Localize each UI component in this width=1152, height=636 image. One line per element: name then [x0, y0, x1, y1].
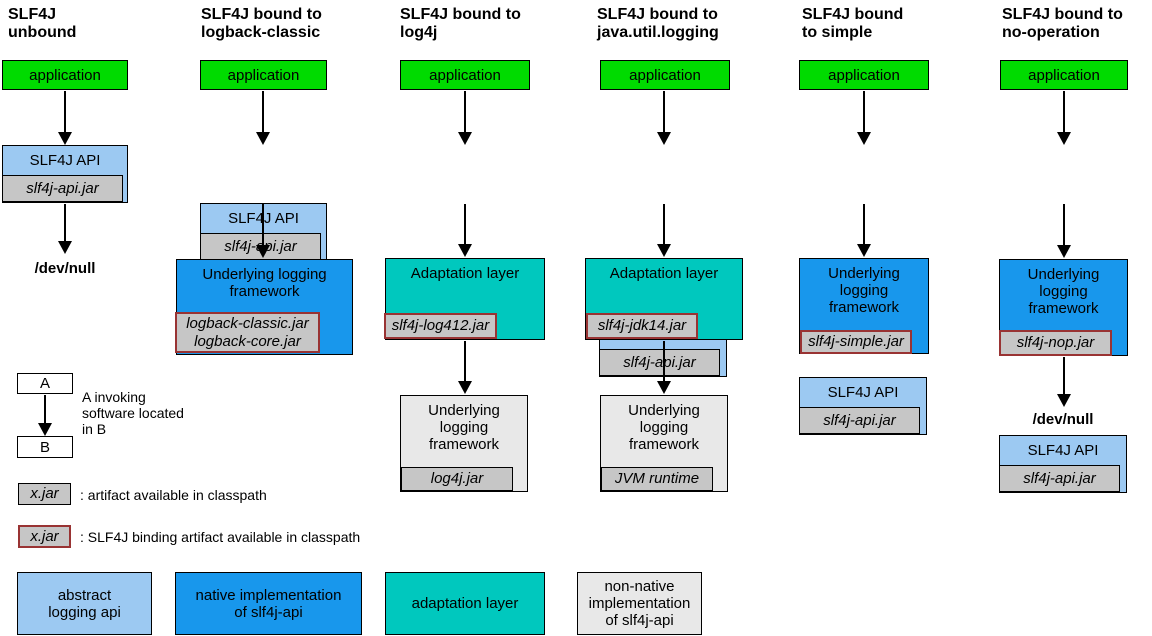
arrow-shaft: [64, 91, 66, 134]
arrow-shaft: [1063, 91, 1065, 134]
legend-invoking-note: A invoking software located in B: [82, 389, 184, 437]
arrow-head: [657, 381, 671, 394]
legend-artifact-jar: x.jar: [18, 483, 71, 505]
arrow-shaft: [663, 91, 665, 134]
arrow-shaft: [464, 341, 466, 383]
slf4j-api-jar: slf4j-api.jar: [599, 349, 720, 376]
arrow-head: [1057, 245, 1071, 258]
underlying-framework-label: Underlying logging framework: [202, 266, 327, 300]
column-title-nop: SLF4J bound to no-operation: [1002, 6, 1123, 41]
adaptation-layer-label: Adaptation layer: [410, 265, 520, 282]
arrow-shaft: [863, 204, 865, 246]
slf4j-api-jar: slf4j-api.jar: [2, 175, 123, 202]
key-box-native-implementation: native implementation of slf4j-api: [175, 572, 362, 635]
arrow-shaft: [64, 204, 66, 243]
down-arrow-icon: [58, 91, 72, 145]
key-box-abstract-logging-api: abstract logging api: [17, 572, 152, 635]
arrow-head: [256, 132, 270, 145]
slf4j-api-jar: slf4j-api.jar: [999, 465, 1120, 492]
legend-binding-note: : SLF4J binding artifact available in cl…: [80, 529, 361, 545]
slf4j-api-label: SLF4J API: [29, 152, 101, 169]
column-title-simple: SLF4J bound to simple: [802, 6, 904, 41]
application-box: application: [400, 60, 530, 90]
dev-null-label: /dev/null: [1032, 411, 1094, 428]
arrow-head: [857, 132, 871, 145]
arrow-head: [657, 132, 671, 145]
column-title-log4j: SLF4J bound to log4j: [400, 6, 521, 41]
application-box: application: [200, 60, 327, 90]
slf4j-api-jar: slf4j-api.jar: [799, 407, 920, 434]
down-arrow-icon: [1057, 204, 1071, 258]
adaptation-layer-label: Adaptation layer: [609, 265, 719, 282]
down-arrow-icon: [657, 91, 671, 145]
application-box: application: [600, 60, 730, 90]
down-arrow-icon: [256, 91, 270, 145]
underlying-framework-label: Underlying logging framework: [828, 265, 900, 316]
arrow-head: [857, 244, 871, 257]
down-arrow-icon: [256, 204, 270, 258]
binding-jar-nop: slf4j-nop.jar: [999, 330, 1112, 356]
slf4j-api-box: SLF4J API slf4j-api.jar: [799, 377, 927, 435]
arrow-head: [256, 245, 270, 258]
column-title-logback: SLF4J bound to logback-classic: [201, 6, 322, 41]
arrow-shaft: [663, 341, 665, 383]
arrow-head: [458, 381, 472, 394]
slf4j-api-box: SLF4J API slf4j-api.jar: [2, 145, 128, 203]
arrow-shaft: [1063, 357, 1065, 396]
arrow-head: [458, 244, 472, 257]
binding-jar-log412: slf4j-log412.jar: [384, 313, 497, 339]
key-box-non-native-implementation: non-native implementation of slf4j-api: [577, 572, 702, 635]
binding-jar-simple: slf4j-simple.jar: [800, 330, 912, 354]
arrow-shaft: [464, 91, 466, 134]
key-box-adaptation-layer: adaptation layer: [385, 572, 545, 635]
arrow-head: [58, 241, 72, 254]
arrow-shaft: [863, 91, 865, 134]
dev-null-label: /dev/null: [34, 260, 96, 277]
down-arrow-icon: [458, 341, 472, 394]
underlying-framework-label: Underlying logging framework: [428, 402, 500, 453]
arrow-head: [58, 132, 72, 145]
binding-jar-logback: logback-classic.jar logback-core.jar: [175, 312, 320, 353]
arrow-shaft: [262, 204, 264, 247]
slf4j-api-label: SLF4J API: [827, 384, 899, 401]
down-arrow-icon: [857, 91, 871, 145]
underlying-framework-label: Underlying logging framework: [1027, 266, 1100, 317]
underlying-framework-label: Underlying logging framework: [628, 402, 700, 453]
slf4j-api-box: SLF4J API slf4j-api.jar: [999, 435, 1127, 493]
down-arrow-icon: [657, 341, 671, 394]
legend-artifact-note: : artifact available in classpath: [80, 487, 267, 503]
arrow-shaft: [464, 204, 466, 246]
down-arrow-icon: [38, 395, 52, 436]
column-title-unbound: SLF4J unbound: [8, 6, 77, 41]
arrow-shaft: [1063, 204, 1065, 247]
down-arrow-icon: [58, 204, 72, 254]
application-box: application: [2, 60, 128, 90]
arrow-head: [657, 244, 671, 257]
arrow-head: [1057, 132, 1071, 145]
arrow-head: [38, 423, 52, 436]
application-box: application: [1000, 60, 1128, 90]
arrow-head: [1057, 394, 1071, 407]
application-box: application: [799, 60, 929, 90]
arrow-shaft: [44, 395, 46, 425]
legend-box-a: A: [17, 373, 73, 394]
column-title-jul: SLF4J bound to java.util.logging: [597, 6, 719, 41]
slf4j-api-label: SLF4J API: [1027, 442, 1099, 459]
down-arrow-icon: [458, 204, 472, 257]
arrow-head: [458, 132, 472, 145]
legend-box-b: B: [17, 436, 73, 458]
down-arrow-icon: [1057, 357, 1071, 407]
framework-jar-jvm-runtime: JVM runtime: [601, 467, 713, 491]
arrow-shaft: [663, 204, 665, 246]
arrow-shaft: [262, 91, 264, 134]
binding-jar-jdk14: slf4j-jdk14.jar: [586, 313, 698, 339]
down-arrow-icon: [657, 204, 671, 257]
down-arrow-icon: [458, 91, 472, 145]
framework-jar-log4j: log4j.jar: [401, 467, 513, 491]
down-arrow-icon: [1057, 91, 1071, 145]
down-arrow-icon: [857, 204, 871, 257]
legend-binding-jar: x.jar: [18, 525, 71, 548]
